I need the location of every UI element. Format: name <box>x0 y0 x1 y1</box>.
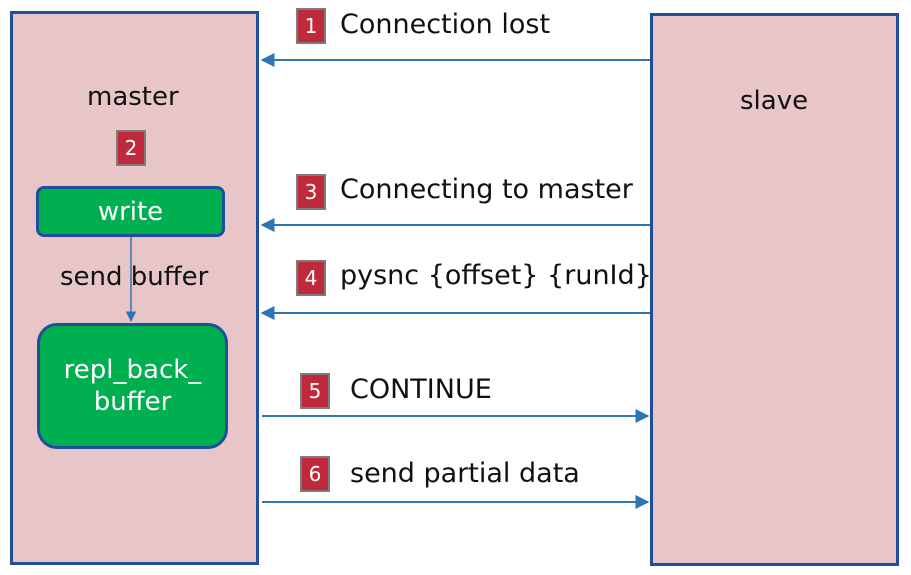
step-badge-6: 6 <box>300 456 330 492</box>
message-psync: pysnc {offset} {runId} <box>340 260 652 291</box>
repl-back-buffer-box: repl_back_ buffer <box>37 323 228 449</box>
send-buffer-label: send buffer <box>60 262 209 292</box>
write-box: write <box>36 186 225 237</box>
message-continue: CONTINUE <box>350 374 492 405</box>
message-connecting-to-master: Connecting to master <box>340 174 633 205</box>
step-badge-2: 2 <box>116 130 146 166</box>
step-badge-3: 3 <box>296 174 326 210</box>
step-badge-4: 4 <box>296 260 326 296</box>
step-badge-1: 1 <box>296 8 326 44</box>
step-badge-5: 5 <box>300 373 330 409</box>
master-label: master <box>87 82 179 112</box>
write-label: write <box>97 196 164 227</box>
slave-panel <box>650 13 899 566</box>
slave-label: slave <box>740 86 809 116</box>
master-panel <box>10 11 259 565</box>
buffer-label-line2: buffer <box>93 387 172 417</box>
message-send-partial-data: send partial data <box>350 458 580 489</box>
buffer-label-line1: repl_back_ <box>63 355 202 385</box>
message-connection-lost: Connection lost <box>340 9 551 40</box>
